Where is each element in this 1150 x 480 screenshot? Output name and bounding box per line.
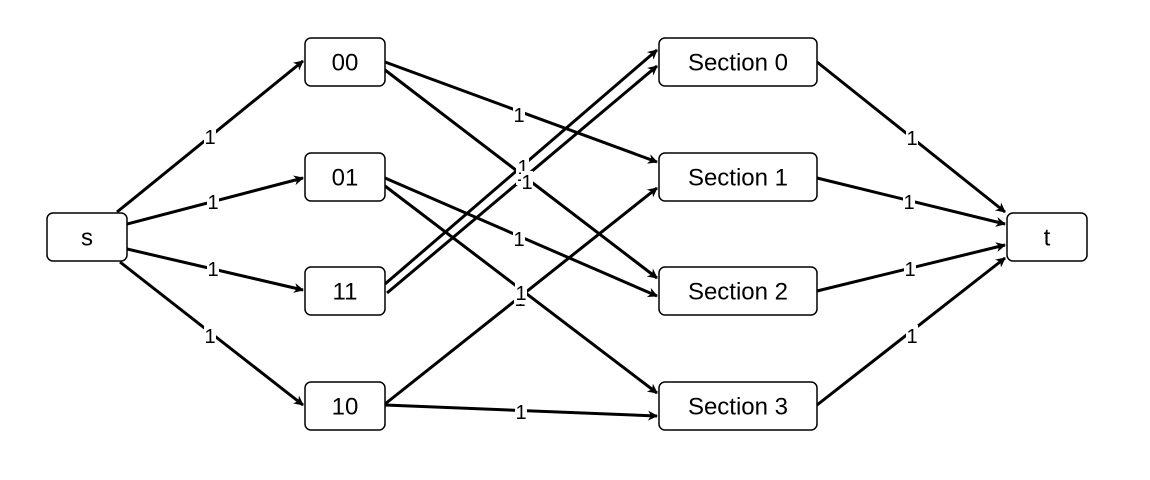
edge-capacity-label: 1 bbox=[513, 105, 524, 127]
edge-label-background bbox=[903, 191, 915, 213]
node-label: Section 1 bbox=[688, 165, 788, 192]
node-label: Section 2 bbox=[688, 279, 788, 306]
node-n11: 11 bbox=[304, 266, 386, 316]
node-sec1: Section 1 bbox=[658, 152, 818, 202]
node-sec3: Section 3 bbox=[658, 381, 818, 431]
edge-capacity-label: 1 bbox=[904, 259, 915, 281]
edge-label-background bbox=[515, 282, 527, 304]
edge-capacity-label: 1 bbox=[207, 259, 218, 281]
node-label: t bbox=[1044, 225, 1051, 252]
node-box bbox=[304, 152, 386, 202]
node-n00: 00 bbox=[304, 37, 386, 87]
node-label: 01 bbox=[332, 165, 359, 192]
node-label: 00 bbox=[332, 50, 359, 77]
node-label: 11 bbox=[333, 279, 358, 306]
node-box bbox=[658, 381, 818, 431]
node-t: t bbox=[1006, 212, 1088, 262]
node-box bbox=[304, 381, 386, 431]
edge-label-background bbox=[521, 171, 533, 193]
edge-capacity-label: 1 bbox=[906, 326, 917, 348]
node-box bbox=[46, 212, 128, 262]
edge-label-background bbox=[513, 104, 525, 126]
node-label: Section 3 bbox=[688, 394, 788, 421]
edges-layer bbox=[116, 48, 1006, 421]
edge-capacity-label: 1 bbox=[204, 326, 215, 348]
edge-label-background bbox=[906, 127, 918, 149]
node-box bbox=[658, 152, 818, 202]
edge-label-background bbox=[204, 325, 216, 347]
edge-labels-layer: 1111111111111111 bbox=[204, 104, 918, 424]
edge-capacity-label: 1 bbox=[515, 283, 526, 305]
edge-label-background bbox=[204, 126, 216, 148]
edge-capacity-label: 1 bbox=[521, 172, 532, 194]
edge-label-background bbox=[515, 401, 527, 423]
node-label: s bbox=[81, 225, 93, 252]
edge-capacity-label: 1 bbox=[517, 157, 528, 179]
edge-capacity-label: 1 bbox=[906, 128, 917, 150]
node-sec2: Section 2 bbox=[658, 266, 818, 316]
edge-capacity-label: 1 bbox=[515, 402, 526, 424]
edge-label-background bbox=[207, 258, 219, 280]
edge-label-background bbox=[906, 325, 918, 347]
node-box bbox=[1006, 212, 1088, 262]
edge-capacity-label: 1 bbox=[204, 127, 215, 149]
node-n01: 01 bbox=[304, 152, 386, 202]
edge-capacity-label: 1 bbox=[207, 192, 218, 214]
node-box bbox=[304, 37, 386, 87]
node-box bbox=[658, 37, 818, 87]
node-box bbox=[304, 266, 386, 316]
node-s: s bbox=[46, 212, 128, 262]
node-label: 10 bbox=[332, 394, 359, 421]
edge-capacity-label: 1 bbox=[513, 229, 524, 251]
edge-label-background bbox=[207, 191, 219, 213]
node-box bbox=[658, 266, 818, 316]
node-sec0: Section 0 bbox=[658, 37, 818, 87]
node-label: Section 0 bbox=[688, 50, 788, 77]
edge-label-background bbox=[904, 258, 916, 280]
edge-label-background bbox=[513, 228, 525, 250]
node-n10: 10 bbox=[304, 381, 386, 431]
edge-capacity-label: 1 bbox=[903, 192, 914, 214]
